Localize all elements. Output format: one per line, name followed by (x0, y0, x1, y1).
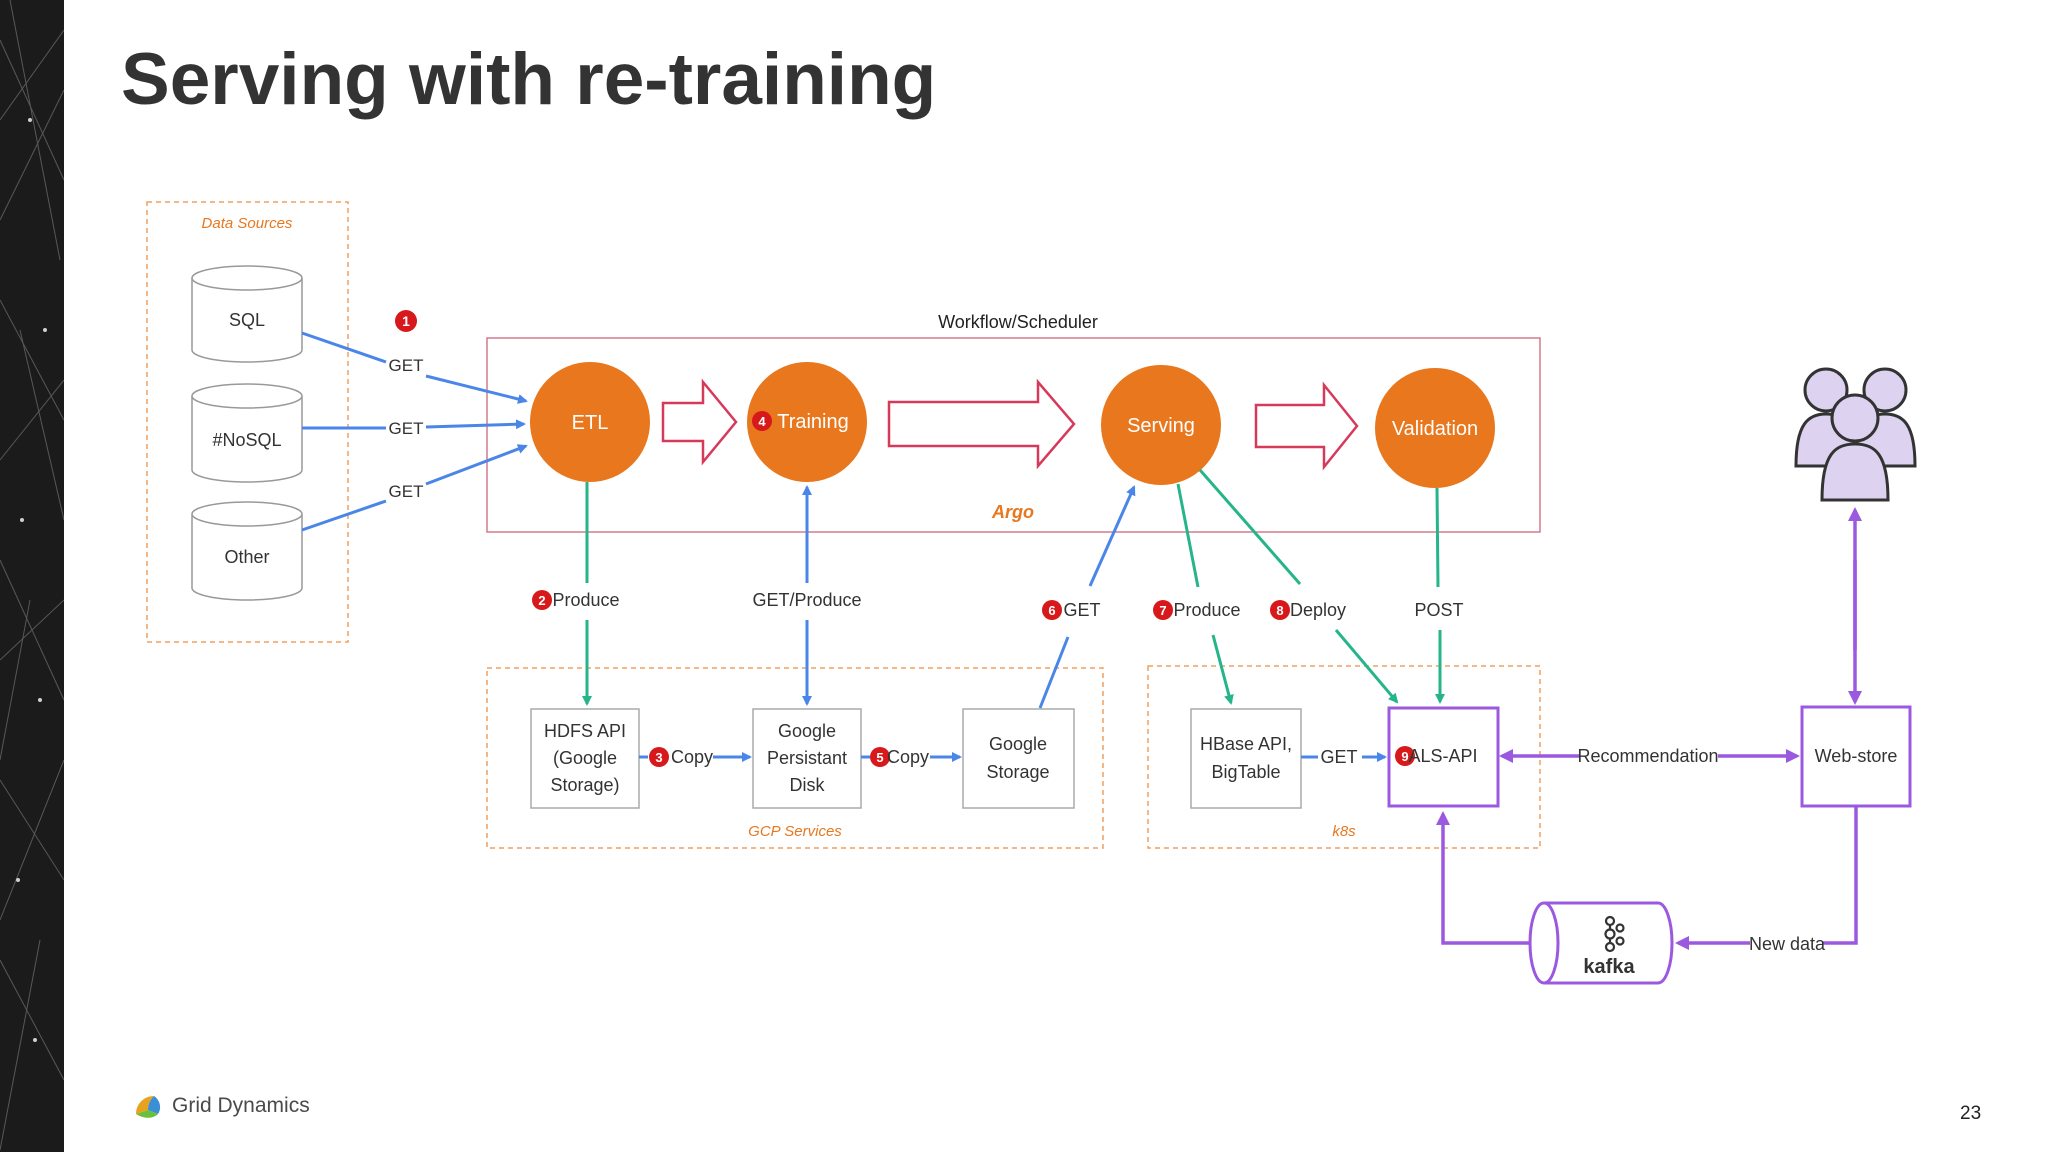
argo-label: Argo (991, 502, 1034, 522)
persistent-disk-box: Google Persistant Disk (752, 708, 862, 809)
svg-text:5: 5 (876, 750, 883, 765)
svg-text:GET: GET (389, 482, 424, 501)
svg-text:1: 1 (402, 313, 410, 329)
svg-text:3: 3 (655, 750, 662, 765)
svg-text:Copy: Copy (887, 747, 929, 767)
svg-text:9: 9 (1401, 749, 1408, 764)
google-storage-box: Google Storage (962, 708, 1075, 809)
kafka-icon (1604, 915, 1625, 953)
data-sources-group (146, 201, 349, 643)
svg-text:Web-store: Web-store (1815, 746, 1898, 766)
training-stage: 4 Training (747, 362, 867, 482)
gcp-services-group (486, 667, 1104, 849)
svg-text:Storage): Storage) (550, 775, 619, 795)
sql-database: SQL (191, 265, 303, 363)
svg-text:Google: Google (989, 734, 1047, 754)
svg-text:#NoSQL: #NoSQL (212, 430, 281, 450)
serving-stage: Serving (1101, 365, 1221, 485)
edge-serving-als: 8 Deploy (1198, 469, 1399, 704)
edge-als-webstore: Recommendation (1499, 746, 1800, 766)
edge-other-etl: GET (301, 444, 528, 532)
svg-text:New data: New data (1749, 934, 1826, 954)
gcp-services-label: GCP Services (748, 823, 842, 840)
svg-text:kafka: kafka (1583, 956, 1635, 978)
svg-text:Produce: Produce (552, 590, 619, 610)
company-name: Grid Dynamics (172, 1094, 310, 1117)
validation-stage: Validation (1375, 368, 1495, 488)
edge-hdfs-disk: 3 Copy (639, 747, 752, 767)
etl-stage: ETL (530, 362, 650, 482)
svg-text:7: 7 (1159, 603, 1166, 618)
network-pattern-icon (0, 0, 65, 1151)
svg-text:6: 6 (1048, 603, 1055, 618)
workflow-label: Workflow/Scheduler (938, 312, 1098, 332)
k8s-label: k8s (1332, 823, 1356, 840)
edge-training-disk: GET/Produce (752, 485, 862, 706)
svg-text:Recommendation: Recommendation (1577, 746, 1718, 766)
slide-title: Serving with re-training (121, 39, 937, 120)
svg-text:Disk: Disk (790, 775, 826, 795)
other-database: Other (191, 501, 303, 601)
hbase-box: HBase API, BigTable (1190, 708, 1302, 809)
edge-webstore-kafka: New data (1675, 806, 1858, 954)
svg-text:(Google: (Google (553, 748, 617, 768)
web-store-box: Web-store (1800, 705, 1912, 808)
svg-text:Google: Google (778, 721, 836, 741)
svg-text:Other: Other (224, 547, 269, 567)
svg-text:Copy: Copy (671, 747, 713, 767)
svg-text:HDFS API: HDFS API (544, 721, 626, 741)
svg-text:Serving: Serving (1127, 415, 1195, 437)
edge-sql-etl: GET (301, 331, 528, 404)
svg-text:Persistant: Persistant (767, 748, 847, 768)
decorative-sidebar (0, 0, 65, 1152)
svg-text:Validation: Validation (1392, 418, 1478, 440)
svg-text:8: 8 (1276, 603, 1283, 618)
edge-hbase-als: GET (1301, 747, 1387, 767)
svg-text:Produce: Produce (1173, 600, 1240, 620)
edge-etl-hdfs: 2 Produce (532, 482, 620, 706)
svg-text:Training: Training (777, 411, 849, 433)
svg-text:4: 4 (758, 414, 766, 429)
flow-arrow-training-serving (887, 378, 1076, 470)
company-logo: Grid Dynamics (132, 1090, 310, 1122)
edge-storage-serving: 6 GET (1038, 485, 1136, 709)
svg-text:BigTable: BigTable (1211, 762, 1280, 782)
users-group-icon (1794, 367, 1917, 502)
svg-text:ALS-API: ALS-API (1408, 746, 1477, 766)
workflow-group (486, 337, 1541, 533)
kafka-queue: kafka (1528, 901, 1674, 985)
svg-text:HBase API,: HBase API, (1200, 734, 1292, 754)
edge-disk-storage: 5 Copy (861, 747, 962, 767)
svg-text:Deploy: Deploy (1290, 600, 1346, 620)
svg-text:GET: GET (389, 419, 424, 438)
svg-text:POST: POST (1414, 600, 1463, 620)
svg-text:Storage: Storage (986, 762, 1049, 782)
edge-kafka-als (1436, 811, 1530, 945)
grid-dynamics-logo-icon (136, 1096, 161, 1118)
svg-text:GET: GET (1320, 747, 1357, 767)
svg-text:ETL: ETL (572, 412, 609, 434)
flow-arrow-etl-training (661, 378, 738, 466)
svg-text:2: 2 (538, 593, 545, 608)
flow-arrow-serving-validation (1254, 381, 1359, 471)
hdfs-api-box: HDFS API (Google Storage) (530, 708, 640, 809)
edge-nosql-etl: GET (302, 419, 526, 438)
svg-text:SQL: SQL (229, 310, 265, 330)
edge-validation-als: POST (1414, 487, 1464, 704)
page-number: 23 (1960, 1103, 1982, 1124)
edge-serving-hbase: 7 Produce (1153, 483, 1241, 705)
nosql-database: #NoSQL (191, 383, 303, 483)
step-1-badge: 1 (395, 310, 417, 332)
data-sources-label: Data Sources (202, 215, 293, 232)
svg-text:GET/Produce: GET/Produce (752, 590, 861, 610)
svg-text:GET: GET (1063, 600, 1100, 620)
k8s-group (1147, 665, 1541, 849)
als-api-box: 9 ALS-API (1387, 706, 1500, 808)
svg-text:GET: GET (389, 356, 424, 375)
